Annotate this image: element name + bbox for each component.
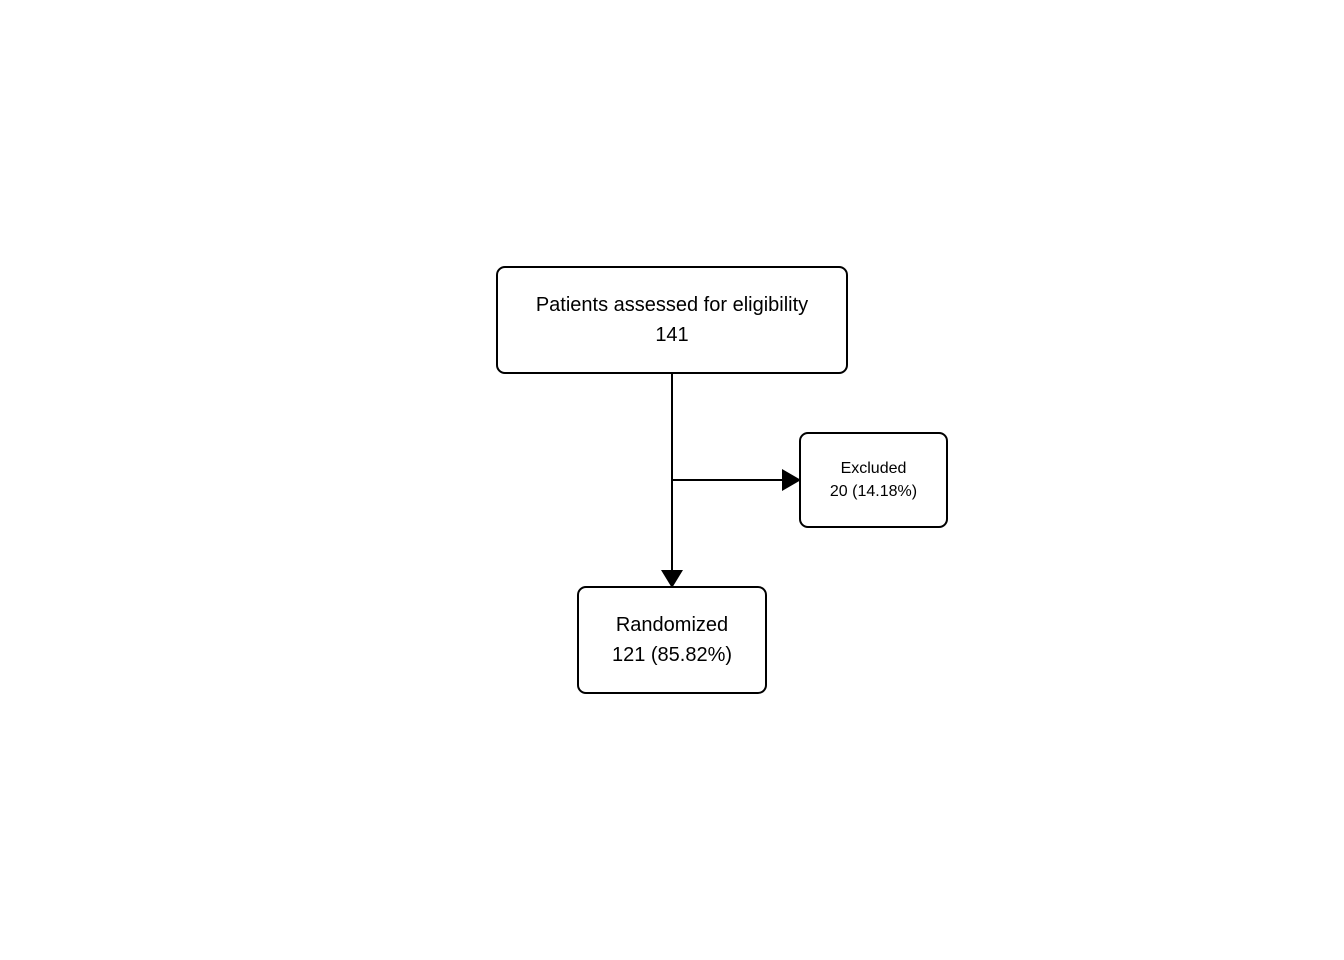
excluded-label: Excluded [840, 460, 907, 477]
excluded-arrowhead [782, 469, 801, 491]
assessed-count: 141 [655, 324, 689, 346]
randomized-count: 121 (85.82%) [611, 644, 733, 666]
excluded-count: 20 (14.18%) [829, 483, 918, 500]
randomized-box: Randomized 121 (85.82%) [577, 586, 767, 694]
randomized-arrowhead [661, 570, 683, 588]
assessed-for-eligibility-box: Patients assessed for eligibility 141 [496, 266, 848, 374]
randomized-label: Randomized [615, 614, 729, 636]
excluded-box: Excluded 20 (14.18%) [799, 432, 948, 528]
assessed-label: Patients assessed for eligibility [535, 294, 809, 316]
